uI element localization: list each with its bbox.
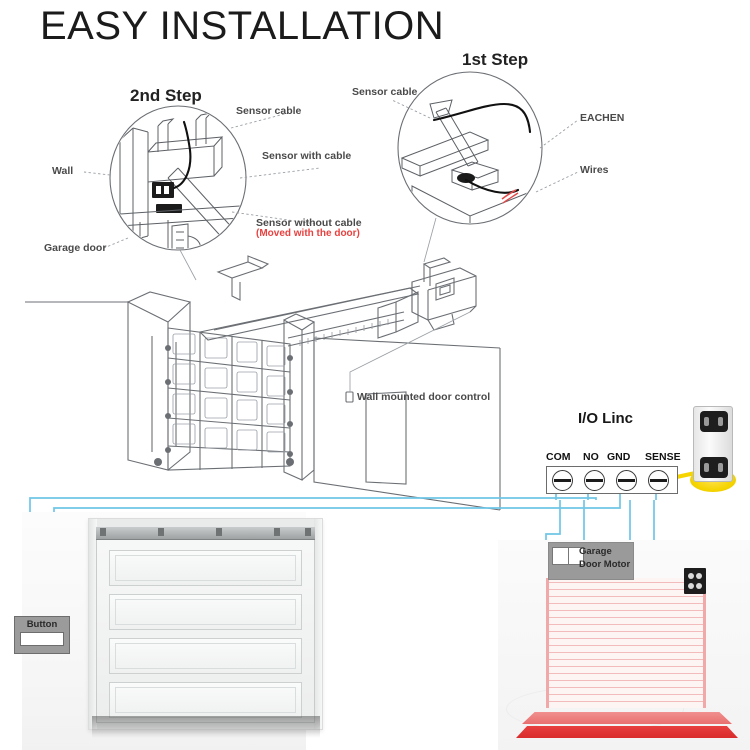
garage-door-top-rail xyxy=(96,527,315,540)
sectional-garage-door xyxy=(88,518,323,730)
iolinc-plug-bottom xyxy=(700,457,728,478)
rolling-door xyxy=(546,578,706,708)
label-eachen-device: EACHEN xyxy=(580,112,625,124)
label-wall-mounted-door-control: Wall mounted door control xyxy=(357,391,491,403)
sensor-terminal-connector[interactable] xyxy=(684,568,706,594)
terminal-label-com: COM xyxy=(546,451,571,463)
step-two-heading: 2nd Step xyxy=(130,86,202,105)
garage-door-shadow xyxy=(92,716,320,738)
label-sensor-without-cable-note: (Moved with the door) xyxy=(256,228,360,239)
label-sensor-cable-step2: Sensor cable xyxy=(236,105,302,117)
motor-label-line-2: Door Motor xyxy=(579,558,631,570)
terminal-label-no: NO xyxy=(583,451,599,463)
label-sensor-without-cable: Sensor without cable xyxy=(256,217,362,229)
label-wall: Wall xyxy=(52,165,74,177)
motor-label-line-1: Garage xyxy=(579,546,612,557)
rolling-door-scene xyxy=(498,540,750,750)
terminal-screw-gnd[interactable] xyxy=(616,470,637,491)
label-wires: Wires xyxy=(580,164,609,176)
garage-door-motor[interactable]: Garage Door Motor xyxy=(548,542,634,580)
wall-button[interactable]: Button xyxy=(14,616,70,654)
iolinc-title: I/O Linc xyxy=(578,410,634,427)
garage-door-motor-label: Garage Door Motor xyxy=(579,546,637,571)
step-one-heading: 1st Step xyxy=(462,50,529,69)
terminal-screw-com[interactable] xyxy=(552,470,573,491)
wall-button-slot xyxy=(20,632,64,646)
threshold-step-lower xyxy=(516,726,738,738)
label-sensor-with-cable: Sensor with cable xyxy=(262,150,352,162)
threshold-step-upper xyxy=(522,712,732,724)
page-title: EASY INSTALLATION xyxy=(40,4,445,48)
iolinc-module[interactable] xyxy=(690,406,736,492)
wall-button-label: Button xyxy=(26,619,58,630)
iolinc-terminal-block[interactable] xyxy=(546,466,678,494)
label-garage-door: Garage door xyxy=(44,242,107,254)
iolinc-module-body xyxy=(693,406,733,482)
terminal-label-sense: SENSE xyxy=(645,451,681,463)
terminal-screw-sense[interactable] xyxy=(648,470,669,491)
terminal-label-gnd: GND xyxy=(607,451,631,463)
iolinc-plug-top xyxy=(700,411,728,432)
garage-door-face xyxy=(96,527,315,723)
label-sensor-cable-step1: Sensor cable xyxy=(352,86,418,98)
motor-window xyxy=(552,547,584,565)
terminal-screw-no[interactable] xyxy=(584,470,605,491)
